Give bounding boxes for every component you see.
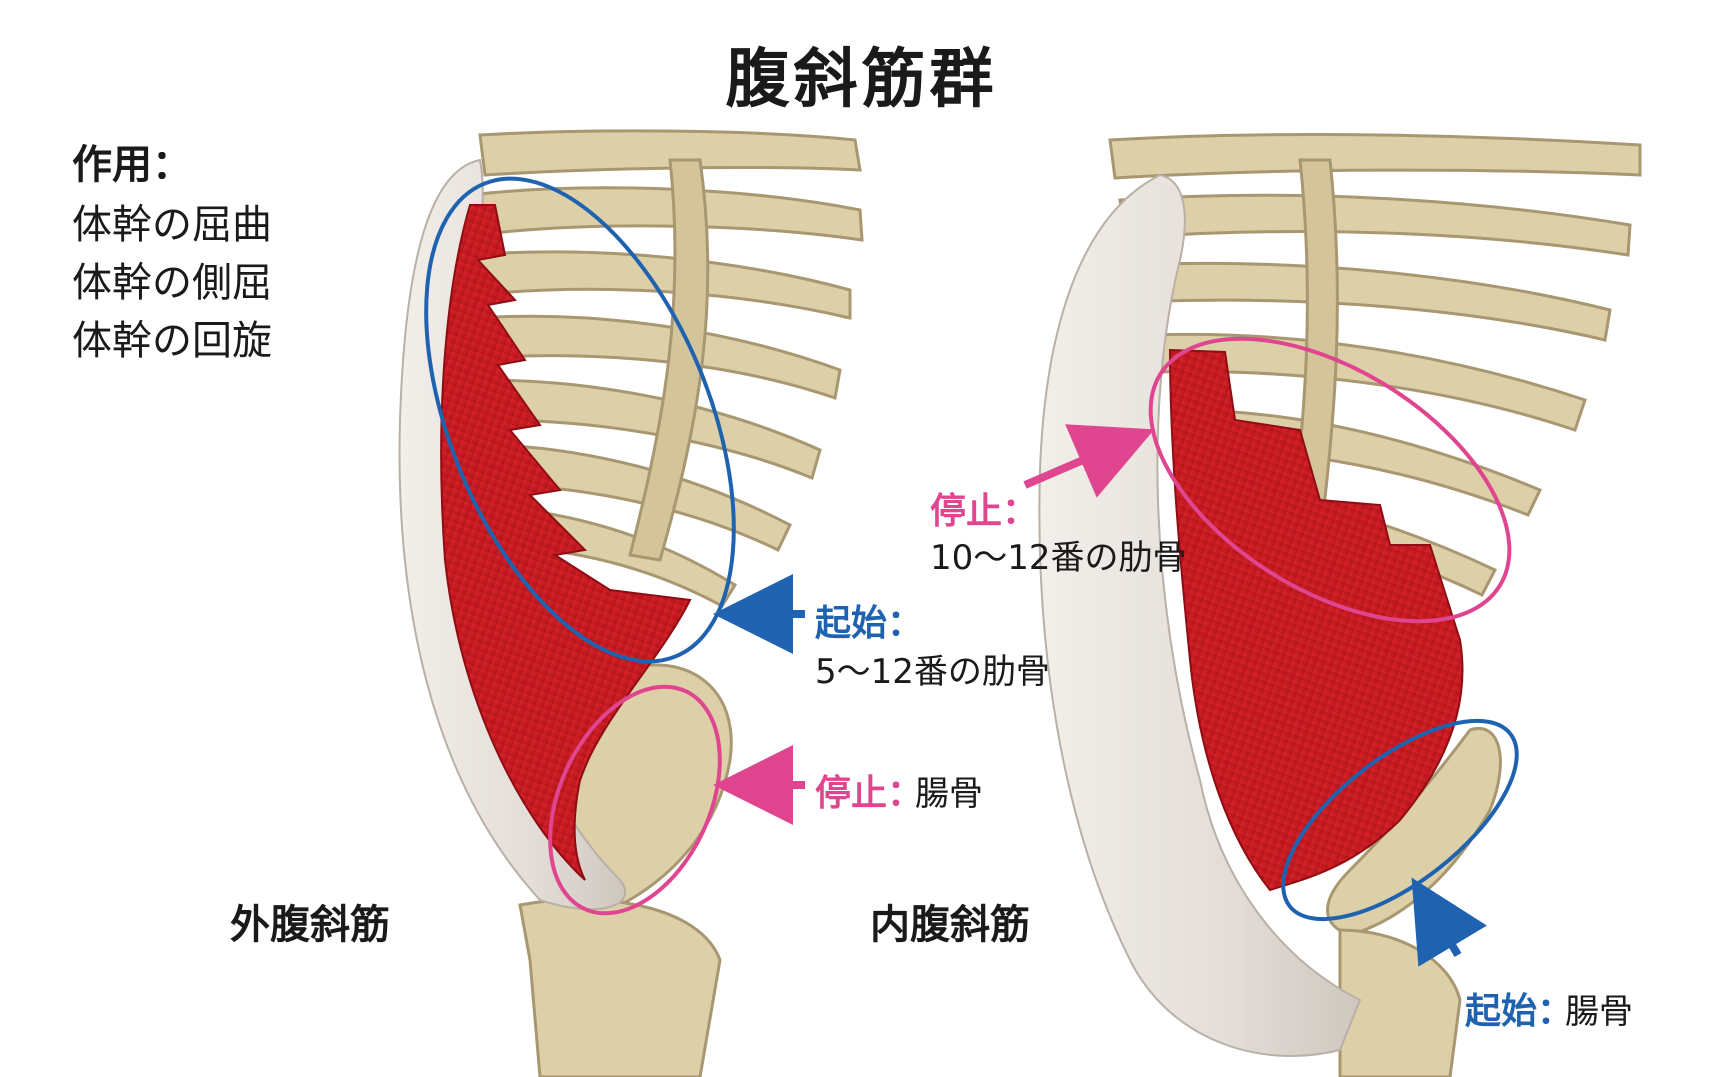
external-insertion-value: 腸骨 <box>915 774 983 814</box>
right-fascia <box>1038 173 1362 1057</box>
internal-origin-value: 腸骨 <box>1565 992 1633 1032</box>
internal-origin-key: 起始： <box>1465 991 1574 1032</box>
internal-insertion-ellipse <box>1148 336 1512 624</box>
action-item-flexion: 体幹の屈曲 <box>72 202 272 248</box>
external-oblique-name: 外腹斜筋 <box>230 902 390 948</box>
action-item-lateral-flexion: 体幹の側屈 <box>72 260 272 306</box>
page-title: 腹斜筋群 <box>725 43 998 117</box>
internal-insertion-key: 停止： <box>930 491 1039 532</box>
internal-origin-arrow <box>1411 877 1487 967</box>
internal-insertion-arrow <box>1023 424 1155 498</box>
external-insertion-ellipse <box>548 684 722 916</box>
internal-origin-ellipse <box>1281 718 1519 922</box>
external-insertion-key: 停止： <box>815 773 924 814</box>
external-oblique-muscle <box>440 204 692 881</box>
left-figure <box>398 129 864 1077</box>
external-origin-ellipse <box>424 176 736 664</box>
right-figure <box>1023 133 1642 1077</box>
internal-oblique-name: 内腹斜筋 <box>870 902 1030 948</box>
action-heading: 作用： <box>72 142 192 188</box>
internal-insertion-value: 10〜12番の肋骨 <box>930 538 1187 578</box>
left-pelvis <box>518 663 733 1077</box>
external-origin-value: 5〜12番の肋骨 <box>815 652 1050 692</box>
external-origin-key: 起始： <box>815 603 924 644</box>
internal-oblique-muscle <box>1168 348 1464 892</box>
action-item-rotation: 体幹の回旋 <box>72 318 272 364</box>
